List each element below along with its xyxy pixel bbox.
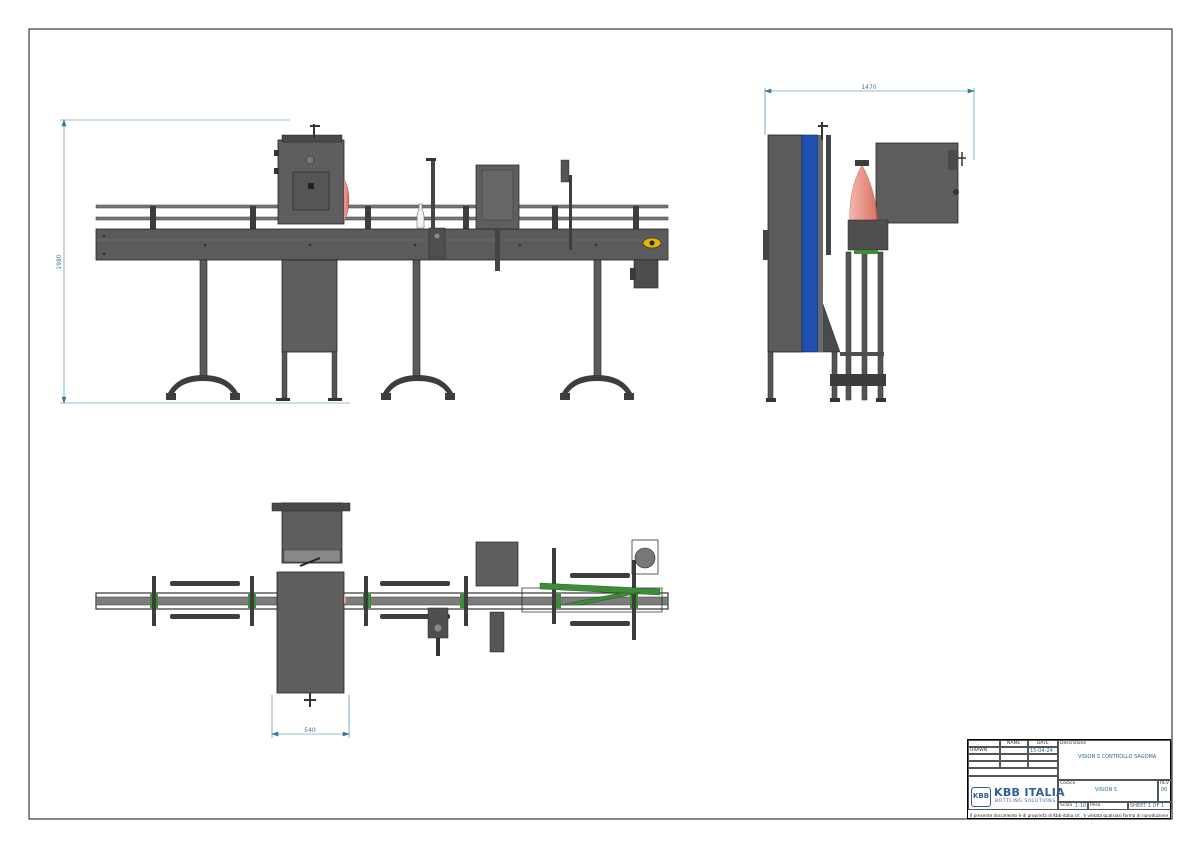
codice-value: VISION S: [1095, 787, 1117, 793]
title-block: NAME DATE DRAWN 15-04-24 Descrizione VIS…: [967, 739, 1172, 819]
side-blue-panel: [801, 134, 819, 353]
descrizione-value: VISION S CONTROLLO SAGOMA: [1078, 754, 1157, 760]
sheet-border: [28, 28, 1173, 820]
title-block-date-header: DATE: [1037, 740, 1049, 746]
peso-label: Peso: [1090, 803, 1101, 808]
side-width-dimension: [764, 88, 975, 160]
disclaimer-text: Il presente documento è di proprietà di …: [970, 813, 1169, 818]
front-view: 1980: [56, 119, 669, 404]
brand-subtitle: BOTTLING SOLUTIONS: [995, 799, 1056, 804]
scala-label: Scala: [1060, 803, 1073, 808]
top-cabinet: [276, 571, 345, 694]
codice-label: Codice: [1060, 781, 1076, 786]
top-view: 540: [95, 502, 669, 738]
top-width-label: 540: [304, 727, 316, 734]
sheet-number: SHEET 1 OF 1: [1130, 803, 1165, 809]
rev-label: REV: [1160, 781, 1170, 786]
title-block-drawn-label: DRAWN: [970, 747, 988, 753]
top-width-dimension: [271, 695, 350, 738]
front-pedestals: [199, 259, 602, 379]
kbb-italia-logo: KBB KBB ITALIA BOTTLING SOLUTIONS: [971, 786, 1065, 808]
descrizione-label: Descrizione: [1060, 741, 1087, 746]
rev-value: 00: [1161, 787, 1168, 793]
title-block-name-header: NAME: [1007, 740, 1021, 746]
scala-value: 1:10: [1075, 803, 1087, 809]
front-height-dimension: [60, 119, 350, 404]
front-conveyor-beam: [95, 228, 669, 261]
title-block-drawn-date: 15-04-24: [1030, 747, 1053, 754]
kbb-logo-icon: KBB: [971, 787, 991, 807]
brand-name: KBB ITALIA: [994, 786, 1065, 799]
side-view: 1470: [763, 84, 975, 402]
side-width-label: 1470: [861, 84, 876, 91]
front-height-label: 1980: [56, 254, 63, 269]
